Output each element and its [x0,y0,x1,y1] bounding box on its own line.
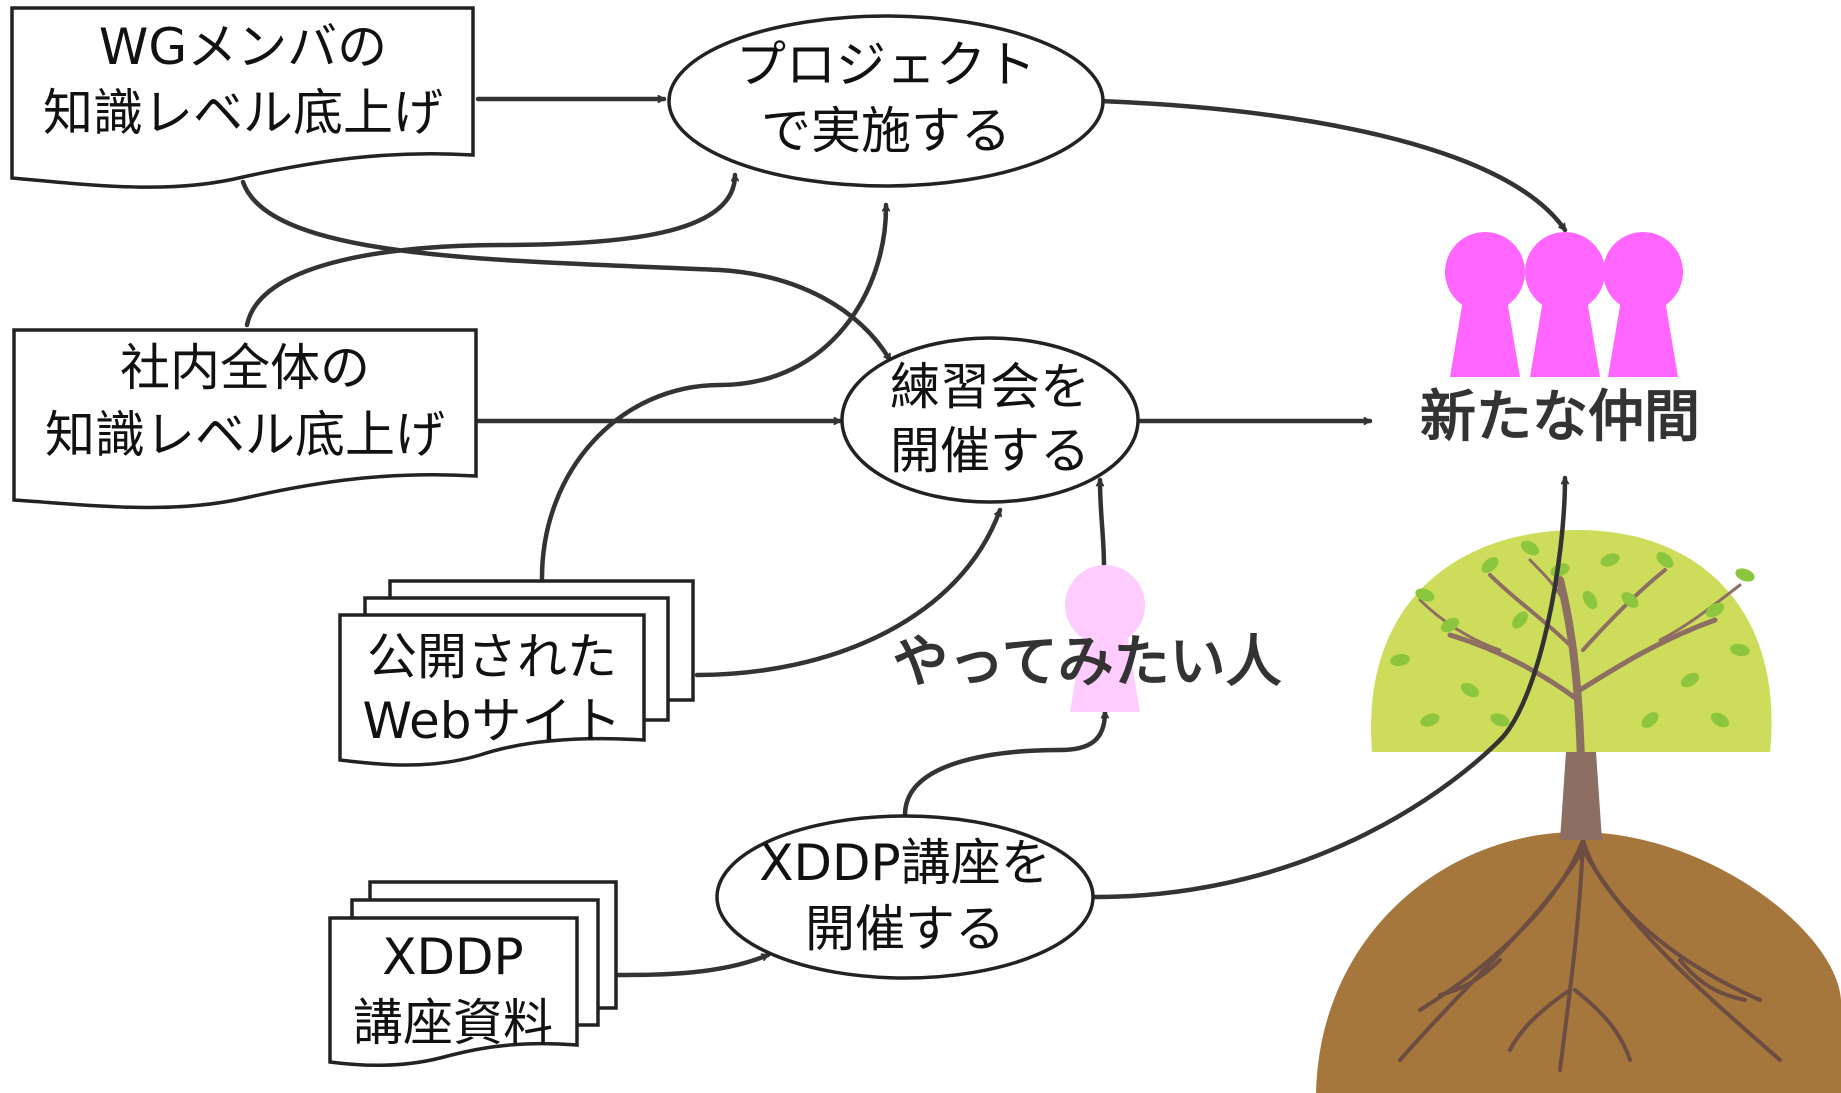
person-icon [1065,565,1145,712]
node-project: プロジェクト で実施する [667,14,1105,188]
node-label-line1: WGメンバの [99,18,387,76]
tree-trunk [1560,752,1602,840]
node-xddp-course: XDDP講座を 開催する [715,814,1095,980]
node-label-line1: 練習会を [890,358,1090,416]
node-public-web: 公開された Webサイト [338,579,695,767]
process-ellipse [715,814,1095,980]
node-label-line2: 講座資料 [353,994,553,1052]
document-shape [12,328,478,510]
node-label-line2: Webサイト [362,692,621,750]
tree-leaves [1390,540,1755,728]
volunteer-label: やってみたい人 [892,630,1281,695]
process-ellipse [840,336,1140,504]
document-stack-front [338,613,646,767]
ground-mound [1316,832,1841,1093]
node-label-line1: 社内全体の [120,339,370,397]
document-shape [10,6,475,189]
document-stack-front [328,916,579,1068]
node-label-line2: 開催する [890,422,1090,480]
node-wg-members: WGメンバの 知識レベル底上げ [10,6,475,189]
tree-roots [1398,838,1782,1072]
edges [240,94,1570,978]
node-label-line1: XDDP [382,928,523,986]
people-group-icon [1445,232,1683,377]
node-label-line1: 公開された [367,628,617,686]
edge-course-to-members [1092,475,1570,900]
node-practice: 練習会を 開催する [840,336,1140,504]
edge-volunteer-to-practice [1095,477,1107,570]
node-label-line2: 開催する [805,900,1005,958]
edge-course-to-volunteer [902,709,1110,818]
node-label-line2: で実施する [761,102,1011,160]
node-volunteer: やってみたい人 [892,565,1282,712]
node-new-members: 新たな仲間 [1420,232,1700,450]
edge-web-to-project [539,202,891,581]
node-xddp-material: XDDP 講座資料 [328,880,618,1068]
edge-material-to-course [611,952,771,978]
tree-branches [1418,558,1742,764]
tree-illustration [1316,530,1841,1093]
node-label-line2: 知識レベル底上げ [43,84,443,142]
edge-project-to-members [1097,98,1568,233]
node-company-wide: 社内全体の 知識レベル底上げ [12,328,478,510]
edge-wg-to-practice [240,179,893,363]
new-members-label: 新たな仲間 [1420,385,1700,450]
node-label-line1: XDDP講座を [759,834,1050,892]
process-ellipse [667,14,1105,188]
edge-web-to-practice [694,507,1003,678]
node-label-line2: 知識レベル底上げ [45,406,445,464]
node-label-line1: プロジェクト [736,36,1036,94]
edge-company-to-project [244,172,740,328]
